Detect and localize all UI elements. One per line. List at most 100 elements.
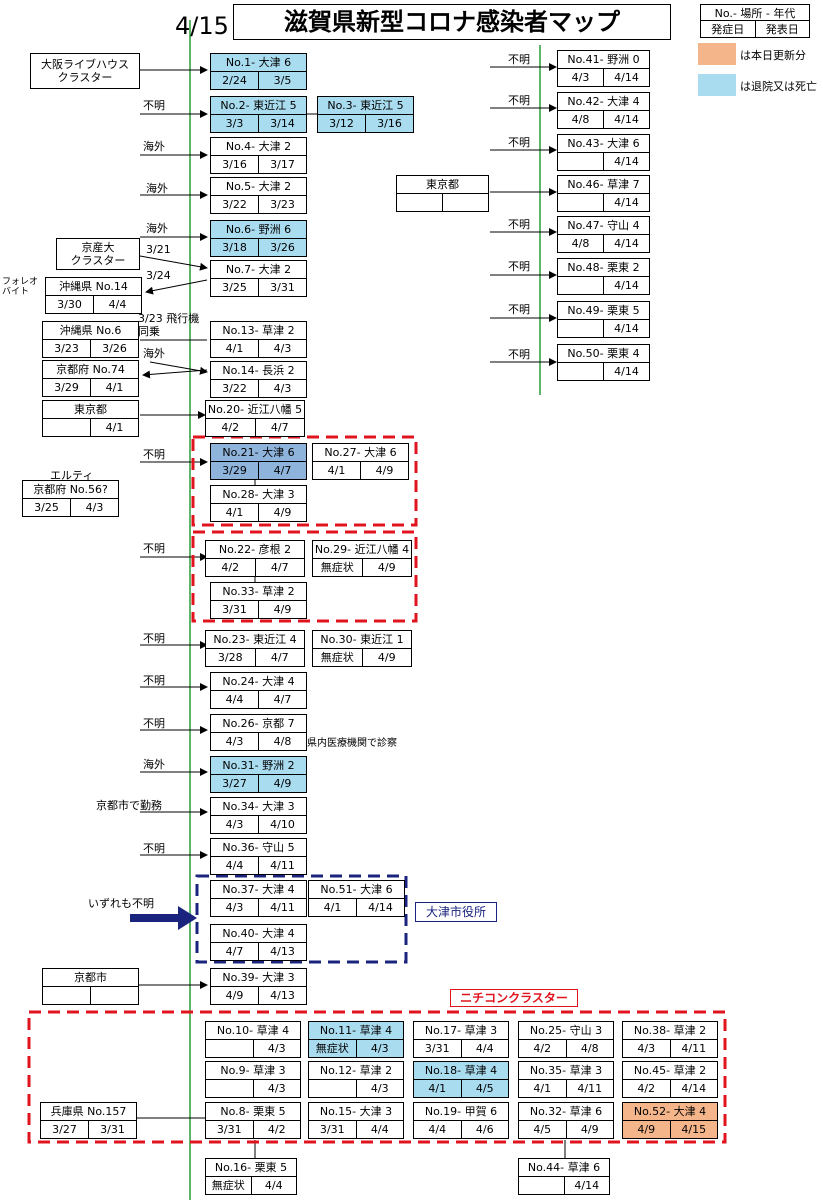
report-date: 4/11 xyxy=(270,858,295,872)
unknown-label: 不明 xyxy=(508,53,530,66)
report-date: 4/9 xyxy=(273,602,292,616)
case-title: No.52- 大津 4 xyxy=(623,1103,717,1121)
onset-date: 4/3 xyxy=(211,815,259,833)
all-unknown-label: いずれも不明 xyxy=(88,897,154,910)
report-date: 4/4 xyxy=(370,1122,389,1136)
legend-blue-label: は退院又は死亡 xyxy=(740,80,817,93)
onset-date: 4/3 xyxy=(623,1039,671,1057)
onset-date: 無症状 xyxy=(313,648,363,666)
onset-date: 3/16 xyxy=(211,155,259,173)
case-title: 兵庫県 No.157 xyxy=(41,1103,136,1121)
report-date: 4/14 xyxy=(614,154,639,168)
report-date: 4/9 xyxy=(580,1122,599,1136)
onset-date: 4/8 xyxy=(558,234,604,252)
onset-date: 3/31 xyxy=(414,1039,462,1057)
legend-orange-swatch xyxy=(698,43,736,65)
date-label: 3/21 xyxy=(146,243,171,256)
onset-date: 無症状 xyxy=(206,1176,252,1194)
case-title: No.51- 大津 6 xyxy=(309,881,404,899)
report-date: 4/4 xyxy=(475,1041,494,1055)
onset-date: 4/3 xyxy=(211,898,259,916)
report-date: 4/7 xyxy=(270,560,289,574)
unknown-label: 不明 xyxy=(143,674,165,687)
onset-date: 3/12 xyxy=(318,114,366,132)
report-date: 4/14 xyxy=(614,195,639,209)
report-date: 4/14 xyxy=(614,321,639,335)
onset-date: 4/4 xyxy=(211,690,259,708)
case-title: No.45- 草津 2 xyxy=(623,1062,717,1080)
external-case-box: 東京都 xyxy=(396,175,489,212)
overseas-label: 海外 xyxy=(143,140,165,153)
case-title: No.38- 草津 2 xyxy=(623,1022,717,1040)
report-date: 3/26 xyxy=(102,341,127,355)
onset-date: 4/1 xyxy=(211,503,259,521)
onset-date: 4/4 xyxy=(414,1120,462,1138)
onset-date: 4/9 xyxy=(623,1120,671,1138)
onset-date: 3/25 xyxy=(23,498,71,516)
legend-orange-label: は本日更新分 xyxy=(740,49,806,62)
unknown-label: 不明 xyxy=(508,348,530,361)
overseas-label: 海外 xyxy=(146,222,168,235)
onset-date: 4/7 xyxy=(211,942,259,960)
osaka-cluster-label: 大阪ライブハウス クラスター xyxy=(30,53,140,89)
report-date: 4/6 xyxy=(475,1122,494,1136)
case-title: No.25- 守山 3 xyxy=(519,1022,613,1040)
case-title: No.22- 彦根 2 xyxy=(206,541,304,559)
onset-date: 3/29 xyxy=(211,461,259,479)
case-title: No.8- 栗東 5 xyxy=(206,1103,300,1121)
report-date: 4/3 xyxy=(267,1081,286,1095)
unknown-label: 不明 xyxy=(143,717,165,730)
external-case-box: 京都市 xyxy=(42,968,139,1005)
page-title: 滋賀県新型コロナ感染者マップ xyxy=(233,4,671,40)
overseas-label: 海外 xyxy=(143,347,165,360)
case-title: No.11- 草津 4 xyxy=(309,1022,403,1040)
unknown-label: 不明 xyxy=(143,448,165,461)
case-title: No.26- 京都 7 xyxy=(211,715,306,733)
onset-date xyxy=(309,1079,357,1097)
onset-date: 4/1 xyxy=(211,339,259,357)
report-date: 4/13 xyxy=(270,944,295,958)
report-date: 4/3 xyxy=(267,1041,286,1055)
report-date: 3/26 xyxy=(270,240,295,254)
report-date: 4/14 xyxy=(614,70,639,84)
onset-date xyxy=(558,152,604,170)
onset-date: 3/27 xyxy=(41,1120,89,1138)
report-date: 4/3 xyxy=(85,500,104,514)
report-date: 3/31 xyxy=(270,280,295,294)
overseas-label: 海外 xyxy=(146,182,168,195)
onset-date: 3/23 xyxy=(43,339,91,357)
onset-date: 3/22 xyxy=(211,379,259,397)
onset-date: 3/3 xyxy=(211,114,259,132)
case-title: No.28- 大津 3 xyxy=(211,486,306,504)
onset-date xyxy=(558,276,604,294)
case-title: No.3- 東近江 5 xyxy=(318,97,413,115)
case-title: No.5- 大津 2 xyxy=(211,178,306,196)
onset-date: 4/5 xyxy=(519,1120,567,1138)
onset-date: 3/29 xyxy=(43,378,91,396)
case-title: No.46- 草津 7 xyxy=(558,176,649,194)
case-title: No.15- 大津 3 xyxy=(309,1103,403,1121)
onset-date: 4/2 xyxy=(519,1039,567,1057)
case-title: No.1- 大津 6 xyxy=(211,54,306,72)
onset-date: 3/25 xyxy=(211,278,259,296)
report-date: 4/9 xyxy=(377,650,396,664)
onset-date: 3/31 xyxy=(206,1120,254,1138)
onset-date: 4/4 xyxy=(211,856,259,874)
onset-date: 3/22 xyxy=(211,195,259,213)
